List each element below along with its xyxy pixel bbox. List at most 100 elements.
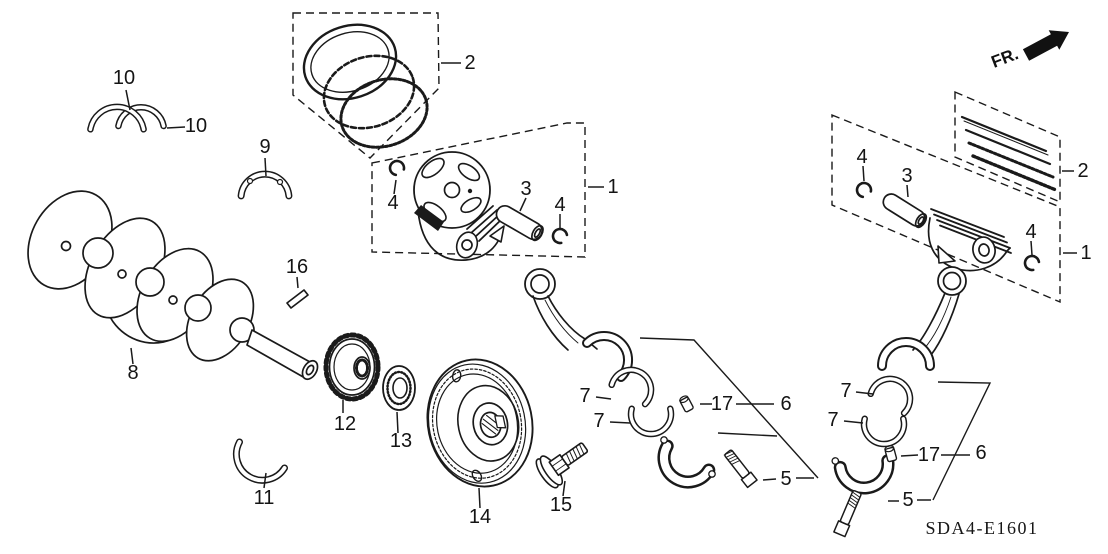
callout-7-left-b[interactable]: 7	[593, 410, 631, 432]
diagram-code: SDA4-E1601	[926, 518, 1039, 538]
conrod-assy-line-left	[639, 337, 819, 479]
cap-leader-left	[717, 432, 778, 437]
callout-label[interactable]: 2	[464, 52, 475, 74]
connecting-rod-left	[524, 268, 634, 382]
callout-7-right-b[interactable]: 7	[827, 409, 864, 431]
callout-leader-line	[166, 126, 186, 129]
callout-6-left[interactable]: 6	[780, 393, 791, 415]
callout-label[interactable]: 12	[334, 413, 356, 435]
callout-9[interactable]: 9	[259, 136, 271, 177]
dashed-boxes	[292, 12, 1061, 304]
callout-label[interactable]: 4	[856, 146, 867, 168]
callout-10-lower[interactable]: 10	[166, 115, 207, 137]
crank-pulley	[426, 358, 534, 488]
piston-pin-right	[882, 193, 928, 229]
callout-label[interactable]: 10	[113, 67, 135, 89]
fr-marker: FR.	[989, 30, 1069, 72]
callout-5-right[interactable]: 5	[888, 489, 931, 511]
callout-label[interactable]: 17	[711, 393, 733, 415]
connecting-rod-right	[877, 266, 967, 371]
callout-leader-line	[263, 472, 267, 489]
callout-leader-line	[762, 478, 777, 481]
callout-label[interactable]: 7	[827, 409, 838, 431]
pin-snap-ring	[855, 181, 873, 199]
callout-label[interactable]: 1	[607, 176, 618, 198]
pulley-bolt	[535, 442, 589, 489]
callout-label[interactable]: 5	[780, 468, 791, 490]
callout-4-left-a[interactable]: 4	[387, 179, 399, 214]
assembly-lines	[639, 337, 992, 501]
callout-label[interactable]: 6	[780, 393, 791, 415]
callout-4-left-b[interactable]: 4	[554, 194, 566, 228]
fr-label: FR.	[989, 44, 1021, 72]
callout-5-left[interactable]: 5	[762, 468, 814, 490]
callout-2-left[interactable]: 2	[441, 52, 476, 74]
rod-bolt-left	[723, 449, 758, 489]
callout-leader-line	[595, 396, 612, 400]
callout-label[interactable]: 17	[918, 444, 940, 466]
callout-16[interactable]: 16	[286, 256, 308, 289]
callout-label[interactable]: 1	[1080, 242, 1091, 264]
callout-14[interactable]: 14	[469, 487, 491, 528]
piston-right	[927, 208, 1012, 272]
callout-10-upper[interactable]: 10	[113, 67, 135, 111]
callout-8[interactable]: 8	[127, 347, 139, 384]
callout-label[interactable]: 4	[554, 194, 565, 216]
callout-leader-line	[855, 391, 874, 395]
rod-bearing-right-lower	[860, 415, 908, 448]
callout-label[interactable]: 13	[390, 430, 412, 452]
rod-dowel-right	[884, 445, 898, 463]
crankshaft	[27, 190, 319, 381]
callout-label[interactable]: 5	[902, 489, 913, 511]
piston-pin-left	[495, 204, 544, 242]
main-bearing-upper	[237, 170, 293, 200]
callout-label[interactable]: 6	[975, 442, 986, 464]
callout-label[interactable]: 14	[469, 506, 491, 528]
rod-bearing-left-upper	[608, 366, 655, 408]
piston-ring-set-right	[960, 115, 1058, 192]
callout-label[interactable]: 11	[254, 487, 275, 509]
callout-1-right[interactable]: 1	[1063, 242, 1092, 264]
callout-label[interactable]: 2	[1077, 160, 1088, 182]
callout-label[interactable]: 3	[520, 178, 531, 200]
callout-2-right[interactable]: 2	[1062, 160, 1089, 182]
ring-set-box-left	[292, 12, 440, 159]
callout-label[interactable]: 4	[387, 192, 398, 214]
callout-4-right-b[interactable]: 4	[1025, 221, 1037, 256]
callout-leader-line	[264, 157, 267, 177]
callout-7-right-a[interactable]: 7	[840, 380, 874, 402]
callout-4-right-a[interactable]: 4	[856, 146, 868, 182]
rod-dowel-left	[679, 395, 694, 413]
callout-15[interactable]: 15	[550, 480, 572, 516]
callout-12[interactable]: 12	[334, 400, 356, 435]
woodruff-key	[286, 289, 309, 309]
callout-3-right[interactable]: 3	[901, 165, 913, 198]
callout-17-left[interactable]: 17	[700, 393, 774, 415]
callout-7-left-a[interactable]: 7	[579, 385, 612, 407]
callout-label[interactable]: 15	[550, 494, 572, 516]
thrust-washer-pair	[87, 103, 167, 133]
callout-3-left[interactable]: 3	[519, 178, 532, 212]
callout-label[interactable]: 7	[593, 410, 604, 432]
callout-label[interactable]: 16	[286, 256, 308, 278]
main-bearing-lower	[232, 438, 288, 484]
callout-leader-line	[862, 165, 865, 182]
callout-label[interactable]: 3	[901, 165, 912, 187]
callout-label[interactable]: 7	[579, 385, 590, 407]
pulley-washer	[382, 365, 416, 411]
callout-label[interactable]: 7	[840, 380, 851, 402]
callout-label[interactable]: 9	[259, 136, 270, 158]
callout-label[interactable]: 10	[185, 115, 207, 137]
callout-13[interactable]: 13	[390, 411, 412, 452]
callout-label[interactable]: 4	[1025, 221, 1036, 243]
callout-17-right[interactable]: 17	[900, 444, 970, 466]
timing-sprocket	[323, 332, 381, 402]
callout-label[interactable]: 8	[127, 362, 138, 384]
pin-snap-ring	[1023, 254, 1041, 272]
pin-snap-ring	[388, 159, 406, 177]
callout-6-right[interactable]: 6	[975, 442, 986, 464]
callout-1-left[interactable]: 1	[588, 176, 619, 198]
rod-bolt-right	[833, 490, 862, 538]
callout-11[interactable]: 11	[254, 472, 275, 509]
